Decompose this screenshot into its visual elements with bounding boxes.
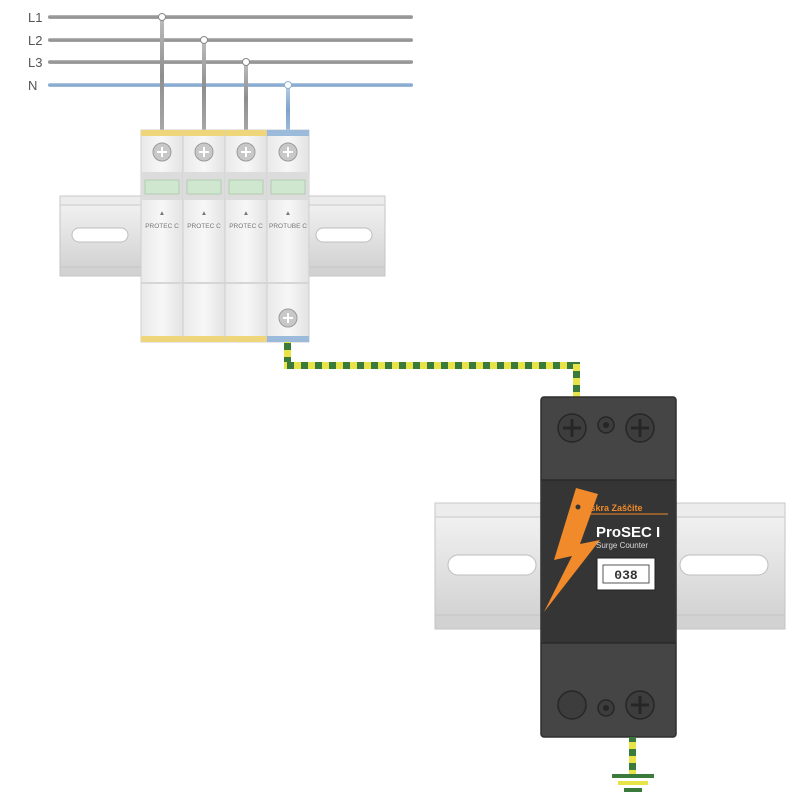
bus-line-l3	[48, 60, 413, 64]
bus-label-n: N	[28, 78, 37, 93]
product-subtitle: Surge Counter	[596, 541, 648, 550]
terminal-screw-icon	[625, 413, 655, 443]
junction-dot-l2	[200, 36, 208, 44]
ground-symbol-icon	[612, 774, 654, 792]
spd-module-block: ▲ PROTEC C ▲ PROTEC C	[140, 129, 310, 343]
module-cap-top	[183, 130, 225, 136]
module-label: PROTEC C	[187, 223, 221, 230]
module-label: PROTUBE C	[269, 223, 307, 230]
terminal-hole	[557, 690, 587, 720]
svg-text:▲: ▲	[285, 210, 291, 217]
bus-line-n	[48, 83, 413, 87]
counter-value: 038	[614, 568, 638, 583]
module-cap-top	[141, 130, 183, 136]
terminal-screw-icon	[236, 142, 256, 162]
drop-wire-n	[286, 85, 290, 135]
lightning-bolt-icon	[544, 488, 600, 612]
surge-counter-device: Iskra Zaščite ProSEC I Surge Counter 038	[540, 396, 677, 738]
terminal-screw-icon	[557, 413, 587, 443]
terminal-screw-icon	[152, 142, 172, 162]
bus-line-l2	[48, 38, 413, 42]
module-cap-bottom	[183, 336, 225, 342]
spd-module-1: ▲ PROTEC C	[140, 129, 184, 343]
module-cap-bottom	[141, 336, 183, 342]
status-window	[270, 179, 306, 195]
product-name: ProSEC I	[596, 524, 660, 541]
pe-wire	[284, 342, 580, 400]
spd-module-4: ▲ PROTUBE C	[266, 129, 310, 343]
rail-slot-left	[71, 227, 129, 243]
module-cap-top	[267, 130, 309, 136]
module-cap-bottom	[225, 336, 267, 342]
terminal-screw-icon	[278, 308, 298, 328]
rail-slot-right	[315, 227, 373, 243]
module-cap-bottom	[267, 336, 309, 342]
terminal-screw-icon	[194, 142, 214, 162]
ground-wire	[629, 737, 636, 775]
terminal-screw-icon	[278, 142, 298, 162]
svg-text:▲: ▲	[243, 210, 249, 217]
status-window	[144, 179, 180, 195]
terminal-screw-icon	[625, 690, 655, 720]
brand-name: Iskra Zaščite	[588, 503, 643, 513]
bus-label-l3: L3	[28, 55, 42, 70]
svg-text:▲: ▲	[201, 210, 207, 217]
spd-module-3: ▲ PROTEC C	[224, 129, 268, 343]
status-window	[228, 179, 264, 195]
bus-lines: L1 L2 L3 N	[28, 10, 413, 135]
rail-slot-right	[679, 554, 769, 576]
rail-slot-left	[447, 554, 537, 576]
module-cap-top	[225, 130, 267, 136]
svg-text:▲: ▲	[159, 210, 165, 217]
spd-module-2: ▲ PROTEC C	[182, 129, 226, 343]
bus-label-l2: L2	[28, 33, 42, 48]
module-label: PROTEC C	[145, 223, 179, 230]
bus-line-l1	[48, 15, 413, 19]
status-window	[186, 179, 222, 195]
ground-connection	[612, 737, 654, 792]
junction-dot-l1	[158, 13, 166, 21]
drop-wire-l1	[160, 17, 164, 135]
junction-dot-n	[284, 81, 292, 89]
drop-wire-l2	[202, 40, 206, 135]
bus-label-l1: L1	[28, 10, 42, 25]
junction-dot-l3	[242, 58, 250, 66]
module-label: PROTEC C	[229, 223, 263, 230]
drop-wire-l3	[244, 62, 248, 135]
